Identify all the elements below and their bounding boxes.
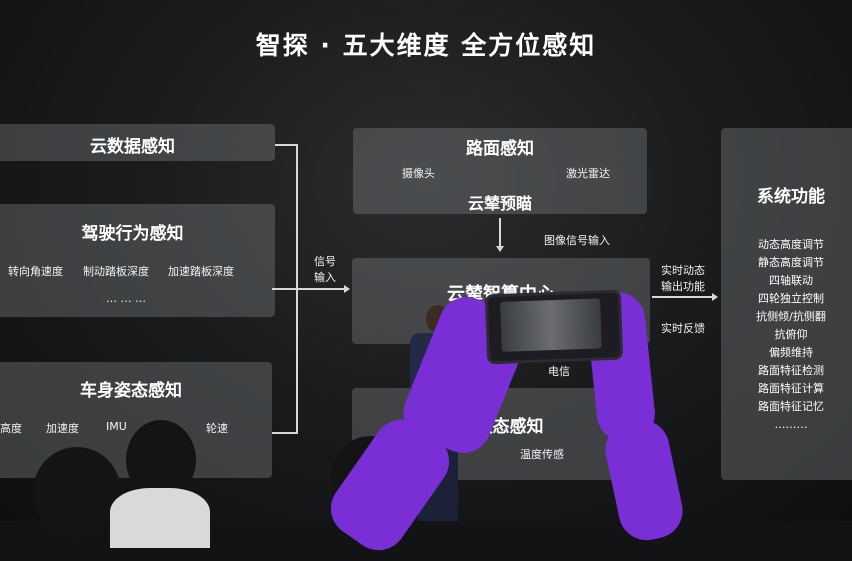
cloud-data-title: 云数据感知	[90, 137, 175, 157]
system-functions-box: 系统功能 动态高度调节 静态高度调节 四轴联动 四轮独立控制 抗侧倾/抗侧翻 抗…	[721, 128, 852, 480]
more-ellipsis: … … …	[106, 292, 146, 305]
lidar-label: 激光雷达	[566, 167, 610, 180]
preview-title: 云辇预瞄	[467, 194, 532, 213]
input-arrow-head	[344, 285, 350, 293]
system-functions-title: 系统功能	[757, 187, 825, 207]
bracket-bottom	[272, 432, 297, 434]
function-item: 路面特征计算	[758, 382, 824, 395]
function-item: 路面特征记忆	[758, 400, 824, 413]
camera-label: 摄像头	[402, 167, 435, 180]
output-function-label: 输出功能	[661, 280, 705, 293]
acceleration-label: 加速度	[46, 422, 79, 435]
cloud-data-box: 云数据感知	[0, 124, 275, 161]
input-arrow-line	[272, 288, 344, 290]
driving-behavior-box: 驾驶行为感知 转向角速度 制动踏板深度 加速踏板深度 … … …	[0, 204, 275, 317]
output-arrow-line	[652, 296, 712, 298]
image-arrow-head	[496, 246, 504, 252]
brake-depth-label: 制动踏板深度	[83, 265, 149, 278]
audience-head	[110, 488, 210, 548]
function-item: ………	[774, 418, 808, 431]
input-label: 输入	[314, 271, 336, 284]
driving-behavior-title: 驾驶行为感知	[81, 224, 184, 244]
function-item: 四轴联动	[769, 274, 813, 287]
height-label: 高度	[0, 422, 22, 435]
imu-label: IMU	[106, 420, 127, 433]
bracket-top	[275, 144, 297, 146]
right-forearm	[600, 414, 688, 546]
image-arrow-line	[499, 218, 501, 246]
function-item: 静态高度调节	[758, 256, 824, 269]
road-perception-box: 路面感知 摄像头 激光雷达 云辇预瞄	[353, 128, 647, 214]
accel-depth-label: 加速踏板深度	[168, 265, 234, 278]
smartphone	[484, 289, 624, 365]
slide-title: 智探 · 五大维度 全方位感知	[255, 31, 597, 60]
audience-head	[33, 447, 121, 537]
temperature-label: 温度传感	[520, 448, 564, 461]
audience-head	[126, 420, 196, 500]
output-arrow-head	[712, 293, 718, 301]
function-item: 抗俯仰	[774, 328, 808, 341]
realtime-feedback-label: 实时反馈	[661, 322, 705, 335]
steering-rate-label: 转向角速度	[8, 265, 63, 278]
function-item: 偏频维持	[769, 346, 813, 359]
electrical-label: 电信	[548, 365, 570, 378]
image-signal-label: 图像信号输入	[544, 234, 610, 247]
wheel-speed-label: 轮速	[206, 422, 228, 435]
road-perception-title: 路面感知	[466, 139, 534, 159]
realtime-dynamic-label: 实时动态	[661, 264, 705, 277]
function-item: 抗侧倾/抗侧翻	[756, 310, 826, 323]
function-item: 四轮独立控制	[758, 292, 824, 305]
function-item: 路面特征检测	[758, 364, 824, 377]
signal-label: 信号	[314, 255, 336, 268]
phone-screen	[500, 298, 602, 352]
body-posture-title: 车身姿态感知	[80, 381, 182, 401]
function-item: 动态高度调节	[758, 238, 824, 251]
